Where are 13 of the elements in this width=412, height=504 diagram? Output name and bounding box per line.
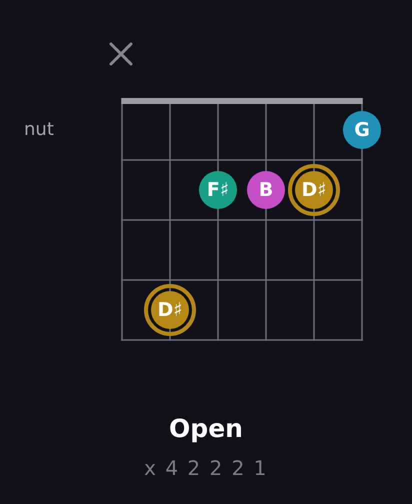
note-name: F♯	[206, 180, 230, 200]
root-note-marker	[144, 284, 196, 336]
note-dot	[343, 111, 381, 149]
fingering-text: x 4 2 2 2 1	[144, 455, 268, 481]
chord-title: Open	[169, 413, 243, 445]
note-dot	[199, 171, 237, 209]
note-name: D♯	[302, 180, 326, 200]
root-note-marker	[288, 164, 340, 216]
note-name: D♯	[158, 300, 182, 320]
note-name: B	[258, 180, 274, 200]
note-name: G	[354, 120, 370, 140]
note-dot	[247, 171, 285, 209]
nut-label: nut	[24, 118, 54, 142]
